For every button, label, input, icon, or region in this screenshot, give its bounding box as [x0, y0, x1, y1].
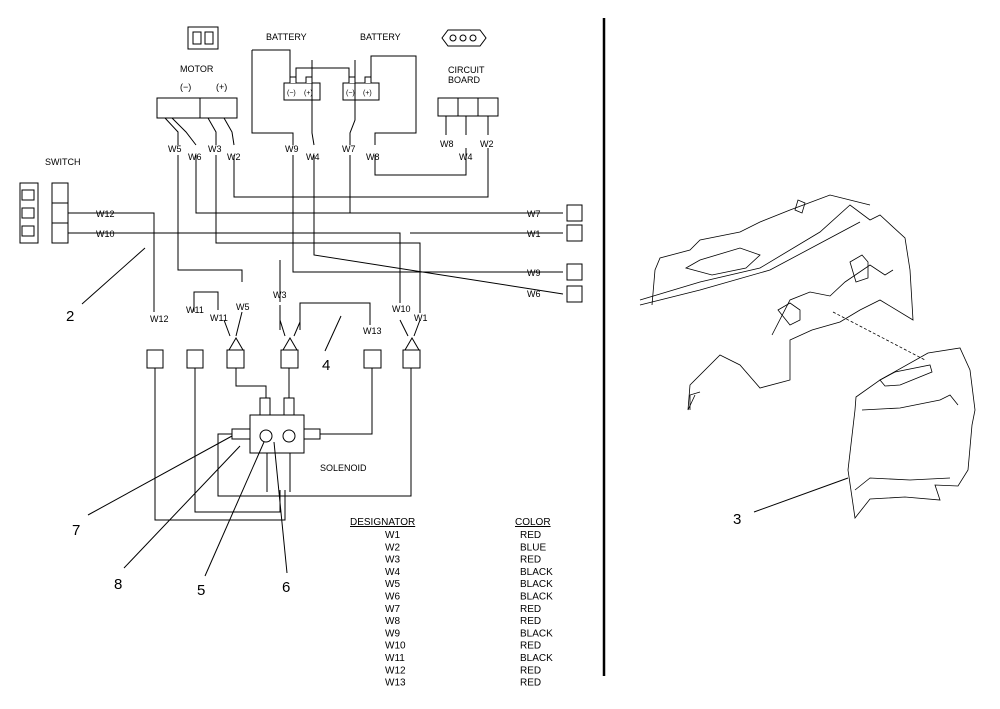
battery-1: (−) (+) [283, 76, 321, 101]
callout-2: 2 [66, 308, 74, 325]
wire-label-w13-mid: W13 [363, 326, 382, 336]
battery-2: (−) (+) [342, 76, 380, 101]
table-row-designator: W12 [385, 665, 406, 676]
battery-1-neg: (−) [287, 90, 296, 97]
mower-hood-illustration [639, 194, 976, 519]
callout-8: 8 [114, 576, 122, 593]
solenoid-label: SOLENOID [320, 463, 367, 473]
wire-label-w3-top: W3 [208, 144, 222, 154]
table-row-color: BLACK [520, 653, 553, 664]
wire-label-w11-b: W11 [210, 313, 228, 323]
wire-label-w1-mid: W1 [414, 313, 428, 323]
wire-label-w11-a: W11 [186, 305, 204, 315]
battery-2-label: BATTERY [360, 32, 401, 42]
wire-label-w9-right: W9 [527, 268, 541, 278]
table-row-designator: W9 [385, 628, 400, 639]
table-row-designator: W8 [385, 616, 400, 627]
motor-label: MOTOR [180, 64, 214, 74]
table-row-designator: W10 [385, 641, 406, 652]
callout-7: 7 [72, 522, 80, 539]
wire-label-w2-top: W2 [227, 152, 241, 162]
wire-label-w12-mid: W12 [150, 314, 169, 324]
table-row-color: RED [520, 530, 541, 541]
wire-label-w6-top: W6 [188, 152, 202, 162]
wire-label-w1-right: W1 [527, 229, 541, 239]
table-row-designator: W2 [385, 542, 400, 553]
motor-terminal-block [156, 97, 238, 119]
table-header-designator: DESIGNATOR [350, 517, 415, 528]
table-row-color: BLACK [520, 567, 553, 578]
table-row-color: RED [520, 604, 541, 615]
wire-label-w4-top: W4 [306, 152, 320, 162]
motor-positive-label: (+) [216, 82, 227, 92]
wire-labels: W5 W6 W3 W2 W9 W4 W7 W8 W8 W4 W2 W12 W10… [96, 139, 541, 336]
wire-label-w7-right: W7 [527, 209, 541, 219]
wire-label-w7-top: W7 [342, 144, 356, 154]
circuit-board-label-line1: CIRCUIT [448, 65, 485, 75]
battery-2-neg: (−) [346, 90, 355, 97]
circuit-board-label-line2: BOARD [448, 75, 481, 85]
callout-3: 3 [733, 511, 741, 528]
wire-label-w3-mid: W3 [273, 290, 287, 300]
wire-label-w5-top: W5 [168, 144, 182, 154]
wire-label-w10-mid: W10 [392, 304, 411, 314]
wire-label-w8-board: W8 [440, 139, 454, 149]
table-row-color: RED [520, 678, 541, 689]
inline-connectors [146, 337, 421, 369]
wire-harness [68, 49, 564, 521]
table-row-color: RED [520, 616, 541, 627]
wire-label-w9-top: W9 [285, 144, 299, 154]
table-row-color: RED [520, 641, 541, 652]
table-row-designator: W1 [385, 530, 400, 541]
wire-label-w12-switch: W12 [96, 209, 115, 219]
table-row-color: BLACK [520, 628, 553, 639]
table-row-color: BLUE [520, 542, 546, 553]
switch-label: SWITCH [45, 157, 81, 167]
table-row-designator: W13 [385, 678, 406, 689]
wire-label-w10-switch: W10 [96, 229, 115, 239]
wire-label-w2-board: W2 [480, 139, 494, 149]
table-row-designator: W5 [385, 579, 400, 590]
table-row-color: BLACK [520, 579, 553, 590]
table-row-designator: W3 [385, 555, 400, 566]
motor-negative-label: (−) [180, 82, 191, 92]
table-row-designator: W7 [385, 604, 400, 615]
wire-label-w6-right: W6 [527, 289, 541, 299]
battery-1-pos: (+) [304, 90, 313, 97]
callout-5: 5 [197, 582, 205, 599]
callout-6: 6 [282, 579, 290, 596]
circuit-board-terminal-block [437, 97, 499, 117]
table-row-color: RED [520, 665, 541, 676]
right-terminals [566, 204, 583, 303]
table-row-color: BLACK [520, 592, 553, 603]
wire-label-w8-top: W8 [366, 152, 380, 162]
table-row-designator: W11 [385, 653, 405, 664]
wire-label-w4-board: W4 [459, 152, 473, 162]
switch [19, 182, 69, 244]
circuit-board-connector-icon [441, 29, 487, 47]
callouts: 2 4 7 8 5 6 3 [66, 247, 849, 599]
wire-label-w5-mid: W5 [236, 302, 250, 312]
table-row-designator: W4 [385, 567, 400, 578]
table-header-color: COLOR [515, 517, 551, 528]
battery-1-label: BATTERY [266, 32, 307, 42]
table-row-designator: W6 [385, 592, 400, 603]
motor-connector-icon [187, 26, 219, 50]
table-row-color: RED [520, 555, 541, 566]
battery-2-pos: (+) [363, 90, 372, 97]
callout-4: 4 [322, 357, 330, 374]
solenoid [231, 397, 321, 454]
